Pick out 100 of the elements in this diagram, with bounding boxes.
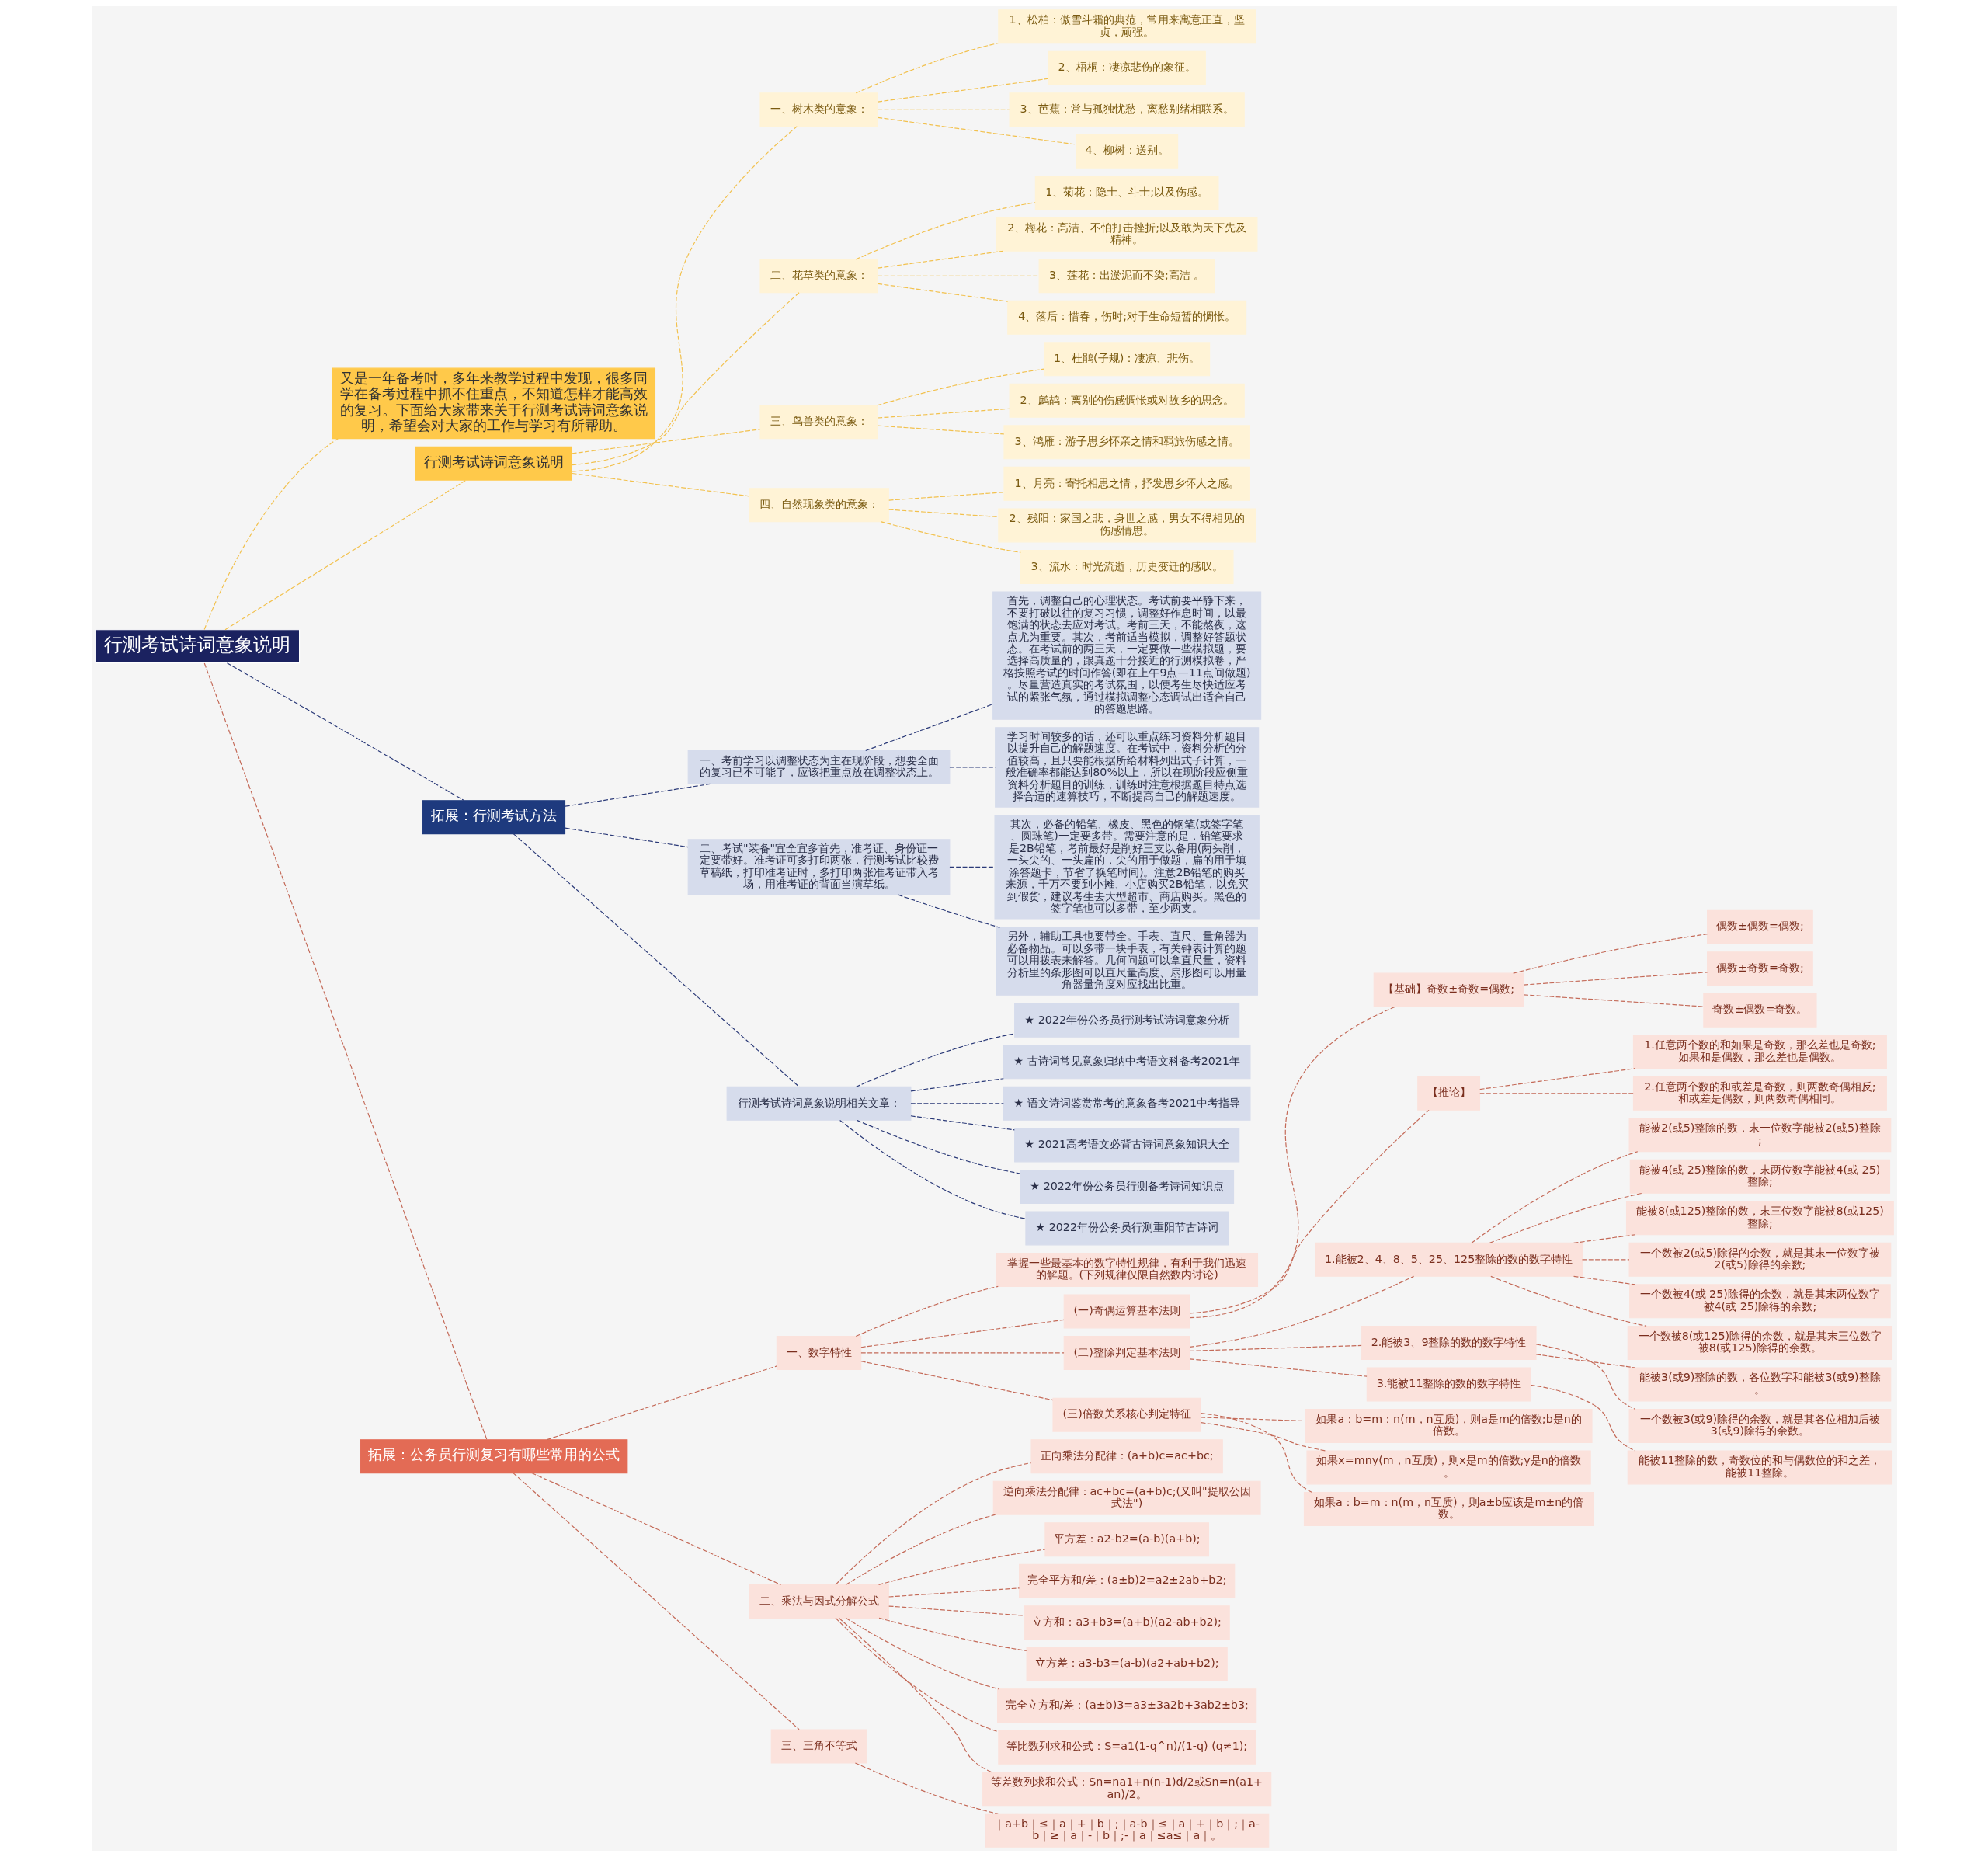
node-box: 首先，调整自己的心理状态。考试前要平静下来，不要打破以往的复习习惯，调整好作息时间，以最饱满的状态去应对考试。考前三天，不能熬夜，这点尤为重要。其次，考前适当模拟，调整好答题状态。在考试前的两三天，一定要做一些模拟题，要选择高质量的，跟真题十分接近的行测模拟卷，严格按照考试的时间作答(即在上午9点—11点间做题)。尽量营造真实的考试氛围，以便考生尽快适应考试的紧张气氛，通过模拟调整心态调试出适合自己的答题思路。	[992, 591, 1261, 720]
node-box: 奇数±偶数=奇数。	[1702, 993, 1817, 1028]
node-box: 2、梧桐：凄凉悲伤的象征。	[1047, 50, 1206, 85]
node-box: 另外，辅助工具也要带全。手表、直尺、量角器为必备物品。可以多带一块手表，有关钟表计算的题可以用拨表来解答。几何问题可以拿直尺量，资料分析里的条形图可以直尺量高度、扇形图可以用量角器量角度对应找出比重。	[995, 927, 1258, 996]
connector	[530, 1473, 781, 1585]
node-box: 1、松柏：傲雪斗霜的典范，常用来寓意正直，坚贞，顽强。	[997, 9, 1256, 44]
node-box: 能被4(或 25)整除的数，末两位数字能被4(或 25)整除;	[1629, 1159, 1890, 1194]
connector	[1200, 1422, 1326, 1452]
connector	[845, 1617, 999, 1690]
connector	[855, 1285, 999, 1337]
connector	[1479, 1093, 1634, 1094]
connector	[1535, 1344, 1635, 1410]
connector	[571, 292, 800, 466]
node-box: 一个数被3(或9)除得的余数，就是其各位相加后被3(或9)除得的余数。	[1628, 1408, 1891, 1443]
node-box: 3、鸿雁：游子思乡怀亲之情和羁旅伤感之情。	[1003, 425, 1250, 460]
node-box: 2.任意两个数的和或差是奇数，则两数奇偶相反;和或差是偶数，则两数奇偶相同。	[1632, 1076, 1887, 1111]
connector	[203, 438, 339, 631]
node-box: (一)奇偶运算基本法则	[1063, 1294, 1190, 1329]
connector	[877, 275, 1040, 276]
node-box: 一、数字特性	[776, 1335, 861, 1370]
node-box: 正向乘法分配律：(a+b)c=ac+bc;	[1030, 1439, 1223, 1474]
node-box: 偶数±偶数=偶数;	[1706, 909, 1813, 944]
node-box: 3、莲花：出淤泥而不染;高洁 。	[1038, 259, 1215, 294]
connector	[571, 126, 798, 472]
connector	[879, 521, 1021, 553]
connector	[860, 1352, 1065, 1354]
node-box: 1.任意两个数的和如果是奇数，那么差也是奇数;如果和是偶数，那么差也是偶数。	[1632, 1035, 1887, 1069]
connector	[1200, 1417, 1306, 1422]
node-box: 如果a：b=m：n(m，n互质)，则a±b应该是m±n的倍数。	[1303, 1491, 1594, 1526]
node-box: ｜a+b｜≤｜a｜+｜b｜;｜a-b｜≤｜a｜+｜b｜;｜a-b｜≥｜a｜-｜b｜;-｜a｜≤a≤｜a｜。	[984, 1813, 1269, 1848]
node-box: 等比数列求和公式：S=a1(1-q^n)/(1-q) (q≠1);	[997, 1730, 1256, 1765]
node-box: 能被2(或5)整除的数，末一位数字能被2(或5)整除;	[1628, 1118, 1891, 1153]
connector	[203, 662, 487, 1441]
connector	[226, 662, 464, 802]
node-box: ★ 语文诗词鉴赏常考的意象备考2021中考指导	[1003, 1086, 1250, 1121]
connector	[878, 1549, 1045, 1585]
connector	[512, 1473, 800, 1730]
connector	[877, 116, 1076, 145]
connector	[877, 283, 1008, 302]
node-box: 2、鹧鸪：离别的伤感惆怅或对故乡的思念。	[1009, 383, 1245, 418]
connector	[877, 425, 1004, 435]
node-box: 拓展：行测考试方法	[422, 800, 565, 835]
node-box: 四、自然现象类的意象：	[748, 488, 889, 523]
node-box: 行测考试诗词意象说明相关文章：	[726, 1086, 911, 1121]
connector	[1523, 972, 1708, 986]
connector	[855, 1033, 1015, 1087]
connector	[909, 1103, 1004, 1104]
node-box: (三)倍数关系核心判定特征	[1051, 1397, 1201, 1432]
connector	[564, 827, 689, 848]
node-box: 三、鸟兽类的意象：	[759, 405, 878, 440]
node-box: 1、月亮：寄托相思之情，抒发思乡怀人之感。	[1003, 466, 1250, 501]
connector	[1523, 994, 1704, 1007]
connector	[855, 42, 999, 94]
connector	[877, 109, 1010, 110]
connector	[845, 1514, 996, 1585]
node-box: 逆向乘法分配律：ac+bc=(a+b)c;(又叫"提取公因式法")	[992, 1480, 1261, 1515]
node-box: 立方差：a3-b3=(a-b)(a2+ab+b2);	[1026, 1647, 1228, 1681]
connector	[1581, 1259, 1630, 1261]
node-box: 2、梅花：高洁、不怕打击挫折;以及敢为天下先及精神。	[996, 217, 1257, 252]
node-box: 又是一年备考时，多年来教学过程中发现，很多同学在备考过程中抓不住重点，不知道怎样才能高效的复习。下面给大家带来关于行测考试诗词意象说明，希望会对大家的工作与学习有所帮助。	[332, 367, 655, 440]
connector	[1489, 1275, 1647, 1327]
node-box: 1.能被2、4、8、5、25、125整除的数的数字特性	[1314, 1242, 1583, 1277]
connector	[834, 1617, 999, 1733]
node-box: 学习时间较多的话，还可以重点练习资料分析题目以提升自己的解题速度。在考试中，资料分析的分值较高，且只要能根据所给材料列出式子计算，一般准确率都能达到80%以上，所以在现阶段应侧重资料分析题目的训练，训练时注意根据题目特点选择合适的速算技巧，不断提高自己的解题速度。	[994, 727, 1259, 808]
node-box: 1、菊花：隐士、斗士;以及伤感。	[1034, 176, 1218, 210]
connector	[1573, 1275, 1635, 1285]
node-box: 【基础】奇数±奇数=偶数;	[1373, 972, 1524, 1007]
connector	[877, 78, 1049, 103]
connector	[564, 783, 711, 807]
node-box: 二、乘法与因式分解公式	[748, 1584, 889, 1619]
connector	[948, 866, 996, 868]
connector	[1200, 1413, 1312, 1493]
node-box: 一个数被8(或125)除得的余数，就是其末三位数字被8(或125)除得的余数。	[1627, 1325, 1892, 1360]
connector	[839, 1119, 1026, 1219]
connector	[1573, 1234, 1635, 1243]
connector	[1189, 1109, 1430, 1314]
connector	[854, 1762, 999, 1814]
node-box: 能被8(或125)整除的数，末三位数字能被8(或125)整除;	[1625, 1201, 1894, 1236]
connector	[888, 509, 999, 518]
node-box: 偶数±奇数=奇数;	[1706, 951, 1813, 986]
node-box: 如果x=mny(m，n互质)，则x是m的倍数;y是n的倍数。	[1305, 1450, 1591, 1485]
node-box: 平方差：a2-b2=(a-b)(a+b);	[1044, 1522, 1209, 1557]
connector	[1189, 1344, 1362, 1352]
node-box: 【推论】	[1416, 1076, 1480, 1111]
connector	[1535, 1354, 1635, 1368]
connector	[571, 472, 749, 497]
node-box: 1、杜鹃(子规)：凄凉、悲伤。	[1043, 342, 1210, 377]
connector	[909, 1078, 1004, 1092]
connector	[876, 368, 1044, 406]
connector	[864, 704, 993, 752]
connector	[1189, 1006, 1396, 1319]
node-box: (二)整除判定基本法则	[1063, 1335, 1190, 1370]
connector	[897, 894, 1000, 928]
connector	[1189, 1358, 1368, 1377]
connector	[224, 479, 466, 631]
connector	[546, 1365, 777, 1441]
node-box: 立方和：a3+b3=(a+b)(a2-ab+b2);	[1024, 1605, 1230, 1640]
node-box: 4、柳树：送别。	[1075, 134, 1178, 169]
node-box: 拓展：公务员行测复习有哪些常用的公式	[359, 1439, 627, 1474]
connector	[1489, 1192, 1642, 1243]
